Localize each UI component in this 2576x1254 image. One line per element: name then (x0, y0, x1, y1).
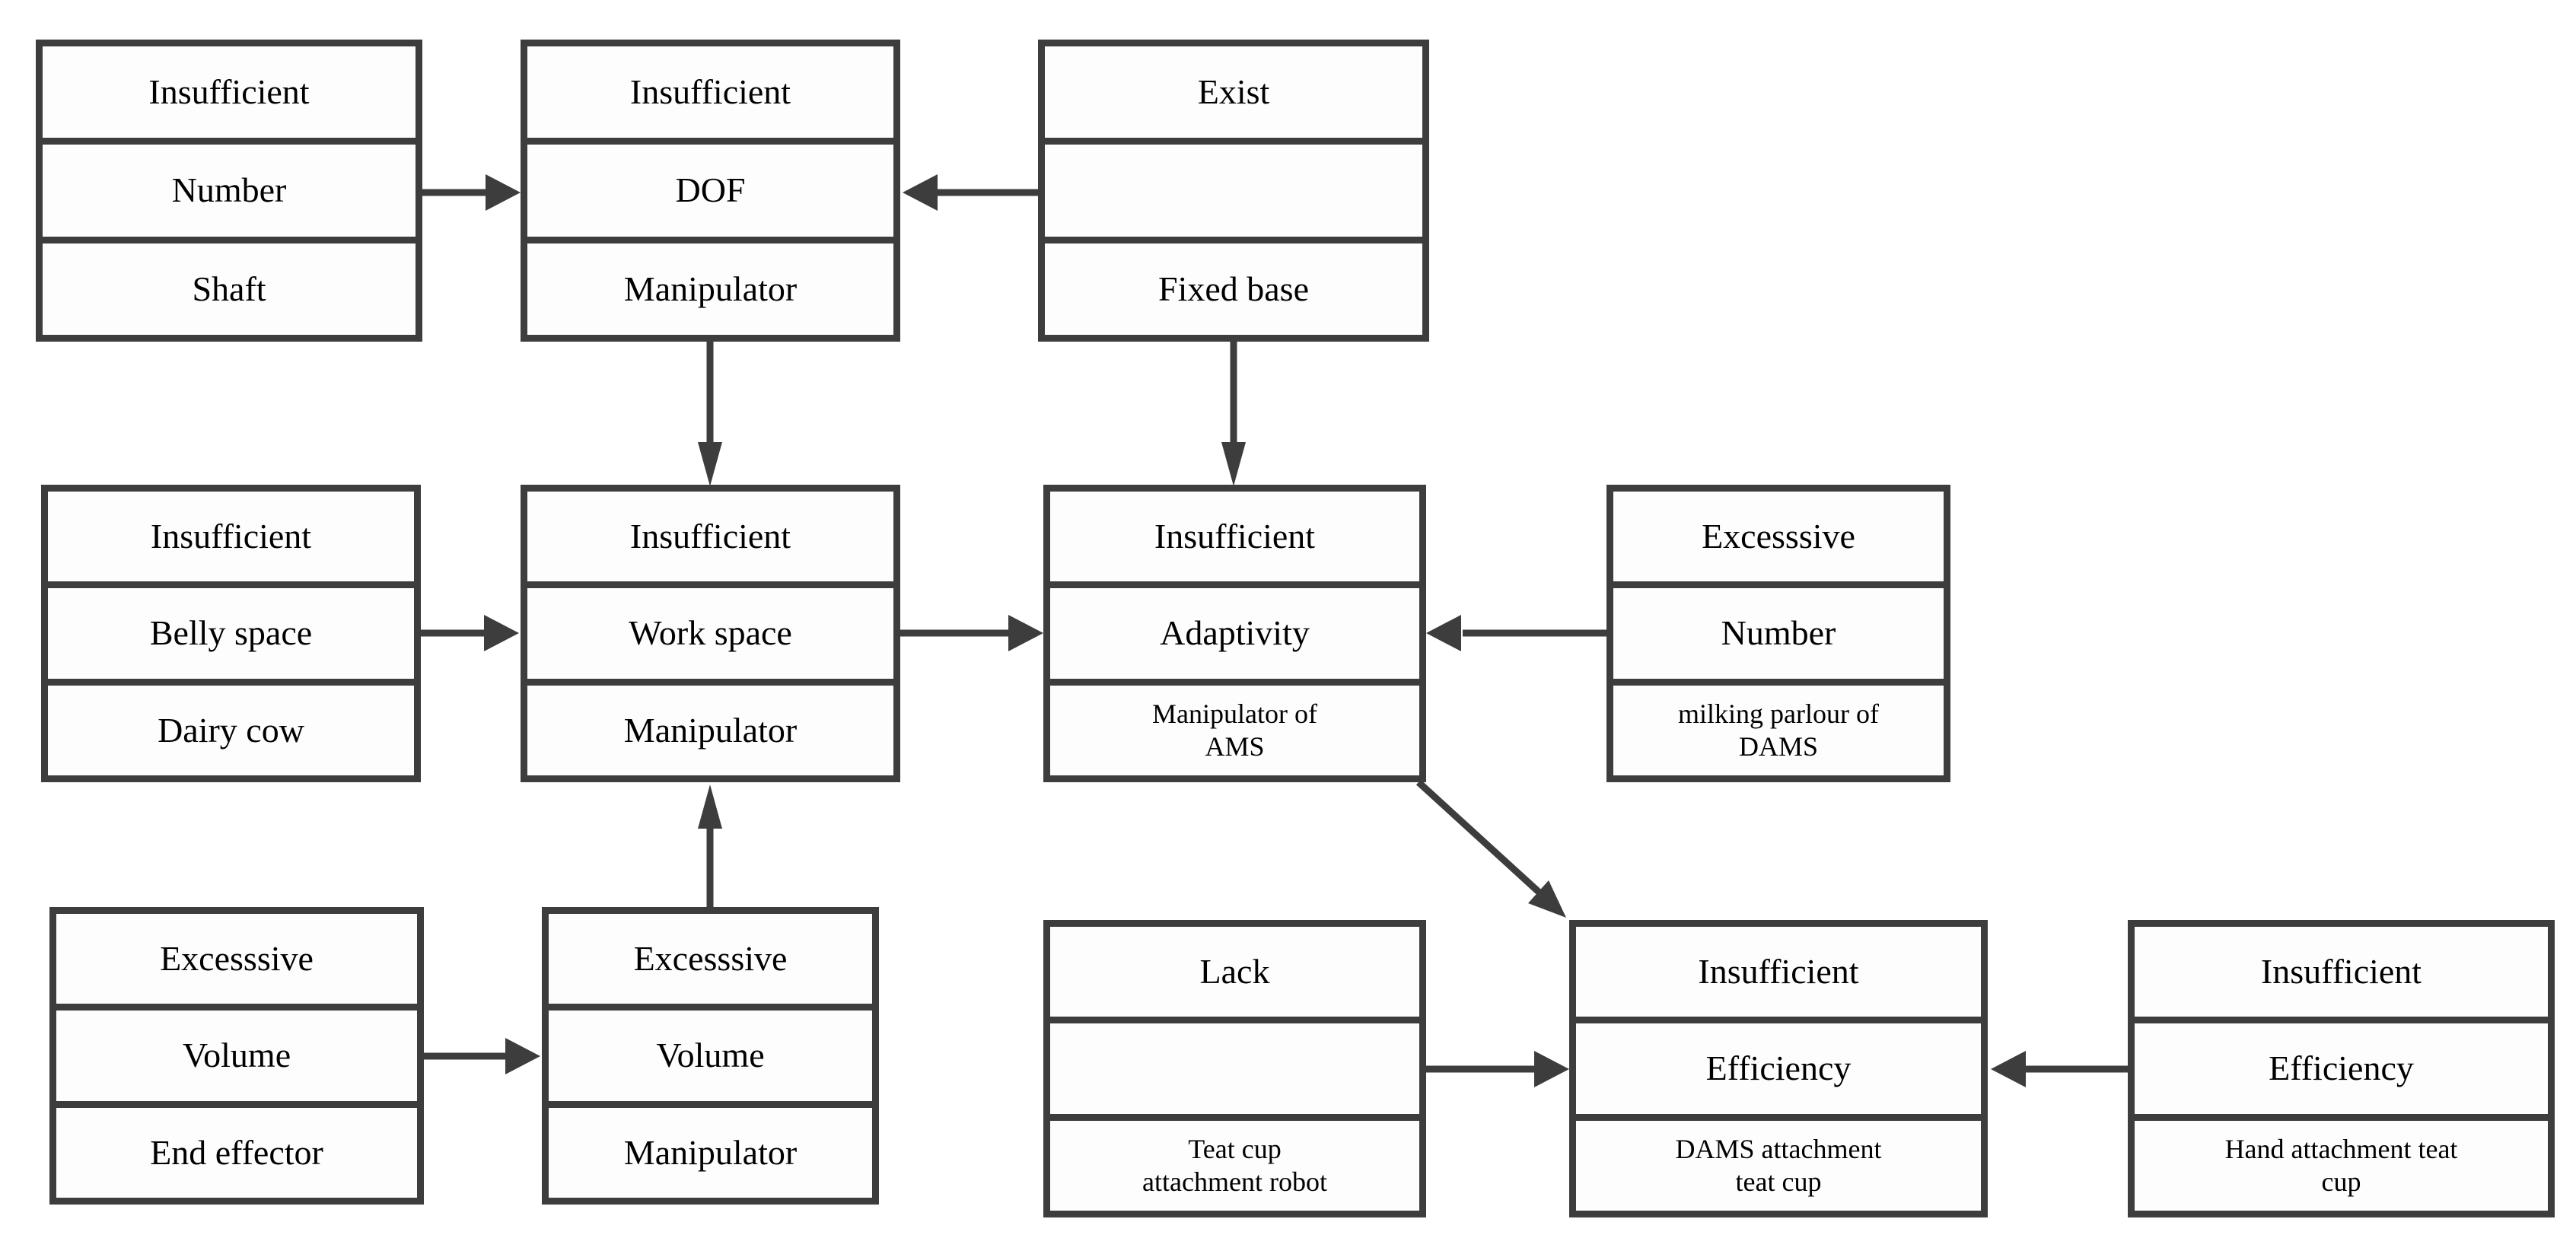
cell-text: Work space (629, 613, 792, 653)
cell-text: Dairy cow (158, 710, 304, 750)
node-manipulator-dof: Insufficient DOF Manipulator (521, 40, 900, 342)
node-cell: Work space (527, 581, 893, 678)
node-cell: Excesssive (56, 914, 417, 1004)
node-cell: Number (1613, 581, 1944, 678)
cell-text: Number (1721, 613, 1836, 653)
cell-text: Insufficient (150, 516, 312, 555)
node-cell: Manipulator (527, 678, 893, 775)
node-cell: Shaft (43, 236, 416, 335)
cell-text: Volume (182, 1036, 291, 1075)
node-cell: DAMS attachment teat cup (1576, 1113, 1981, 1211)
arrow-fixed-base-to-adaptivity (1221, 342, 1246, 486)
cell-text: DOF (675, 170, 746, 210)
node-hand-attachment-efficiency: Insufficient Efficiency Hand attachment … (2128, 920, 2555, 1217)
cell-text: Insufficient (629, 516, 791, 555)
cell-text: Shaft (192, 269, 266, 308)
node-cell: Insufficient (43, 46, 416, 138)
node-cell: Manipulator (527, 236, 893, 335)
node-cell: Volume (549, 1004, 872, 1100)
arrow-parlour-number-to-adaptivity (1426, 615, 1606, 651)
node-cell: Dairy cow (48, 678, 414, 775)
cell-text: Excesssive (160, 938, 314, 978)
cell-text: Manipulator (623, 1132, 798, 1172)
node-cell: Hand attachment teat cup (2135, 1113, 2548, 1211)
cell-text: Adaptivity (1160, 613, 1310, 653)
node-dairy-cow-belly-space: Insufficient Belly space Dairy cow (41, 485, 421, 782)
node-cell: Insufficient (527, 46, 893, 138)
cell-text: Manipulator (623, 710, 798, 750)
arrow-fixed-base-to-dof (903, 174, 1038, 211)
node-cell: Lack (1050, 927, 1419, 1017)
node-cell-empty (1050, 1017, 1419, 1113)
cell-text: Excesssive (1702, 516, 1855, 555)
cell-text: Exist (1197, 72, 1270, 111)
node-cell: Excesssive (1613, 492, 1944, 581)
arrow-shaft-to-dof (422, 174, 521, 211)
cell-text: Excesssive (633, 938, 788, 978)
node-cell: Insufficient (2135, 927, 2548, 1017)
cell-text: Insufficient (1154, 516, 1316, 555)
node-cell: milking parlour of DAMS (1613, 678, 1944, 775)
arrow-teat-cup-robot-to-dams-efficiency (1426, 1051, 1569, 1087)
cell-text: End effector (150, 1132, 323, 1172)
node-cell: Insufficient (1050, 492, 1419, 581)
node-dams-parlour-number: Excesssive Number milking parlour of DAM… (1606, 485, 1950, 782)
node-teat-cup-robot-lack: Lack Teat cup attachment robot (1043, 920, 1426, 1217)
node-cell: Belly space (48, 581, 414, 678)
cell-text: Insufficient (2260, 951, 2422, 991)
arrow-manipulator-volume-to-work-space (698, 785, 722, 907)
cell-text: Insufficient (1698, 951, 1859, 991)
node-manipulator-volume: Excesssive Volume Manipulator (542, 907, 879, 1205)
node-ams-adaptivity: Insufficient Adaptivity Manipulator of A… (1043, 485, 1426, 782)
cell-text: Manipulator (623, 269, 798, 308)
node-cell: Efficiency (2135, 1017, 2548, 1113)
node-cell: Adaptivity (1050, 581, 1419, 678)
arrow-dof-to-work-space (698, 342, 722, 486)
node-shaft-number: Insufficient Number Shaft (36, 40, 422, 342)
cell-text: Efficiency (2269, 1049, 2414, 1088)
node-cell: End effector (56, 1100, 417, 1198)
node-cell: Number (43, 138, 416, 236)
cell-text: Number (171, 170, 287, 210)
node-cell-empty (1045, 138, 1422, 236)
node-cell: Efficiency (1576, 1017, 1981, 1113)
node-cell: Fixed base (1045, 236, 1422, 335)
cell-text: Hand attachment teat cup (2224, 1134, 2458, 1197)
node-cell: Insufficient (48, 492, 414, 581)
node-cell: Insufficient (1576, 927, 1981, 1017)
arrow-adaptivity-to-dams-efficiency (1415, 779, 1566, 918)
cell-text: milking parlour of DAMS (1678, 699, 1879, 762)
node-cell: Teat cup attachment robot (1050, 1113, 1419, 1211)
arrow-end-effector-to-manipulator-volume (424, 1038, 540, 1074)
cell-text: Manipulator of AMS (1152, 699, 1317, 762)
node-cell: Exist (1045, 46, 1422, 138)
cell-text: Belly space (149, 613, 313, 653)
node-dams-attachment-efficiency: Insufficient Efficiency DAMS attachment … (1569, 920, 1988, 1217)
node-cell: Excesssive (549, 914, 872, 1004)
node-end-effector-volume: Excesssive Volume End effector (49, 907, 424, 1205)
arrow-belly-space-to-work-space (421, 615, 519, 651)
cell-text: Volume (656, 1036, 765, 1075)
node-cell: Manipulator of AMS (1050, 678, 1419, 775)
arrow-hand-attachment-to-dams-efficiency (1991, 1051, 2128, 1087)
cell-text: Teat cup attachment robot (1142, 1134, 1327, 1197)
node-cell: Volume (56, 1004, 417, 1100)
node-fixed-base-exist: Exist Fixed base (1038, 40, 1429, 342)
cell-text: DAMS attachment teat cup (1675, 1134, 1882, 1197)
node-cell: Manipulator (549, 1100, 872, 1198)
node-cell: Insufficient (527, 492, 893, 581)
cell-text: Fixed base (1157, 269, 1309, 308)
cell-text: Lack (1199, 951, 1270, 991)
cell-text: Efficiency (1705, 1049, 1852, 1088)
cell-text: Insufficient (148, 72, 310, 111)
node-cell: DOF (527, 138, 893, 236)
cell-text: Insufficient (629, 72, 791, 111)
arrow-work-space-to-adaptivity (900, 615, 1043, 651)
node-manipulator-work-space: Insufficient Work space Manipulator (521, 485, 900, 782)
